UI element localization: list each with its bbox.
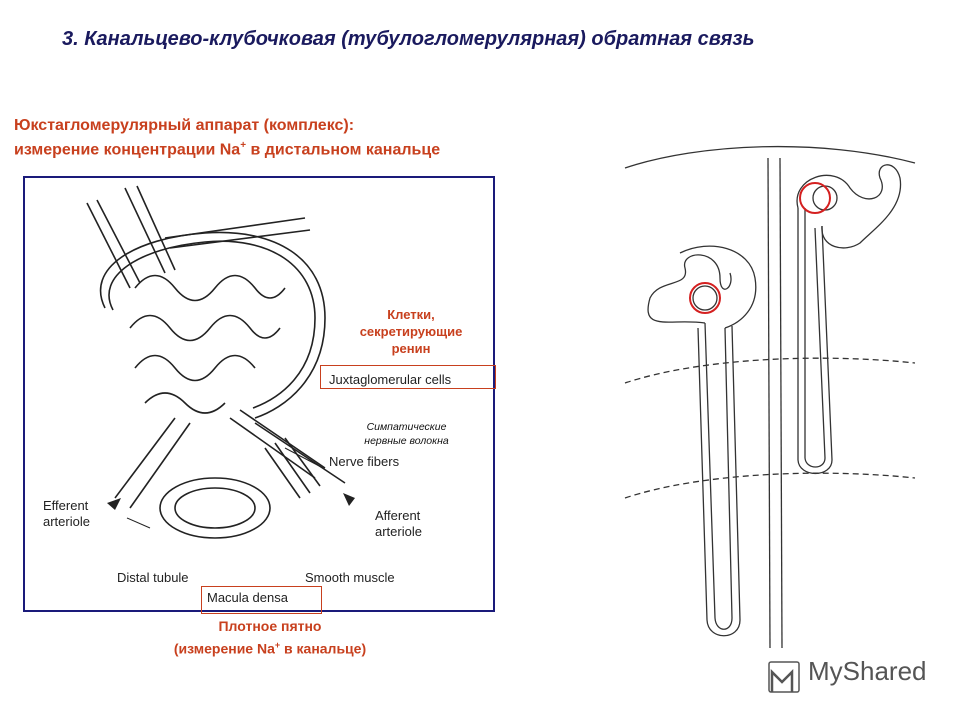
- sympathetic-line1: Симпатические: [366, 421, 447, 433]
- macula-line2: (измерение Na+ в канальце): [130, 636, 410, 659]
- macula-line2-sup: +: [274, 640, 281, 650]
- jga-line2-pre: измерение концентрации Na: [14, 141, 241, 159]
- label-smooth-muscle: Smooth muscle: [305, 570, 395, 585]
- label-afferent-2: arteriole: [375, 524, 422, 539]
- jga-diagram: Juxtaglomerular cells Nerve fibers Effer…: [23, 176, 495, 612]
- label-distal-tubule: Distal tubule: [117, 570, 189, 585]
- jga-subheading: измерение концентрации Na+ в дистальном …: [14, 140, 440, 159]
- jga-line2-post: в дистальном канальце: [246, 141, 441, 159]
- macula-line2-pre: (измерение Na: [173, 640, 275, 657]
- label-efferent-2: arteriole: [43, 514, 90, 529]
- macula-densa-highlight-box: [201, 586, 322, 614]
- jga-heading: Юкстагломерулярный аппарат (комплекс):: [14, 117, 355, 134]
- myshared-logo-icon: [768, 661, 800, 693]
- macula-densa-annotation: Плотное пятно (измерение Na+ в канальце): [130, 617, 410, 659]
- renin-line1: Клетки,: [387, 307, 435, 322]
- jga-illustration: [86, 185, 355, 539]
- jga-line2-sup: +: [240, 140, 247, 151]
- watermark-text: MyShared: [808, 656, 927, 686]
- juxtaglomerular-highlight-box: [320, 365, 496, 389]
- macula-line2-post: в канальце): [280, 640, 367, 657]
- renin-cells-annotation: Клетки, секретирующие ренин: [336, 306, 486, 357]
- label-efferent-1: Efferent: [43, 498, 89, 513]
- label-juxtaglomerular-cells: Juxtaglomerular cells: [329, 372, 452, 387]
- nephron-diagram: [624, 145, 916, 649]
- renin-line3: ренин: [391, 341, 431, 356]
- macula-line1: Плотное пятно: [218, 618, 322, 634]
- label-afferent-1: Afferent: [375, 508, 421, 523]
- slide-title: 3. Канальцево-клубочковая (тубулогломеру…: [62, 28, 755, 50]
- sympathetic-line2: нервные волокна: [364, 435, 449, 447]
- sympathetic-annotation: Симпатические нервные волокна: [334, 420, 479, 448]
- label-macula-densa: Macula densa: [207, 590, 288, 605]
- renin-line2: секретирующие: [359, 324, 463, 339]
- label-nerve-fibers: Nerve fibers: [329, 454, 400, 469]
